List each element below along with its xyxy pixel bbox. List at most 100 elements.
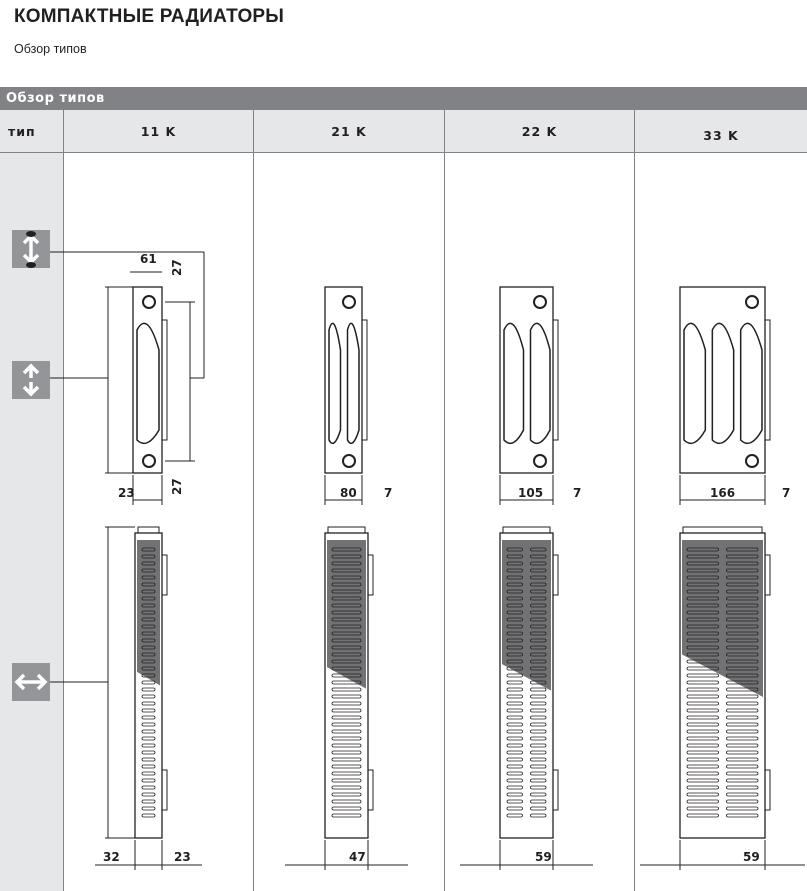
convector-fin <box>726 750 759 755</box>
convector-fin <box>686 624 719 629</box>
convector-fin <box>726 554 759 559</box>
convector-fin <box>530 736 547 741</box>
convector-fin <box>726 806 759 811</box>
convector-fin <box>726 680 759 685</box>
col-header-11k: 11 K <box>64 110 254 153</box>
convector-fin <box>530 722 547 727</box>
convector-fin <box>530 624 547 629</box>
length-dimension-icon <box>12 663 50 701</box>
convector-fin <box>506 757 523 762</box>
convector-fin <box>506 659 523 664</box>
convector-fin <box>141 673 156 678</box>
convector-fin <box>141 568 156 573</box>
convector-fin <box>506 666 523 671</box>
convector-fin <box>686 757 719 762</box>
page-subtitle: Обзор типов <box>14 42 87 56</box>
convector-fin <box>726 617 759 622</box>
convector-fin <box>141 666 156 671</box>
convector-fin <box>686 680 719 685</box>
convector-fin <box>331 610 362 615</box>
convector-fin <box>726 624 759 629</box>
convector-fin <box>331 687 362 692</box>
convector-fin <box>726 764 759 769</box>
top-grille <box>502 526 551 534</box>
convector-fin <box>331 750 362 755</box>
convector-fin <box>726 561 759 566</box>
convector-fin <box>331 645 362 650</box>
convector-fin <box>686 561 719 566</box>
height-dimension-icon <box>12 230 50 268</box>
convector-fin <box>726 743 759 748</box>
convector-fin <box>726 722 759 727</box>
convector-fin <box>141 589 156 594</box>
col-header-21k: 21 K <box>254 110 445 153</box>
dim-label: 27 <box>170 259 184 276</box>
radiator-front-outline <box>134 532 163 839</box>
convector-fin <box>726 575 759 580</box>
convector-fin <box>686 575 719 580</box>
wall-bracket <box>764 319 771 441</box>
convector-fin <box>141 687 156 692</box>
convector-fin <box>141 631 156 636</box>
convector-fin <box>141 547 156 552</box>
convector-fin <box>506 631 523 636</box>
convector-fin <box>506 617 523 622</box>
convector-fin <box>331 701 362 706</box>
convector-fin <box>506 568 523 573</box>
convector-fin <box>331 743 362 748</box>
convector-fin <box>141 603 156 608</box>
wall-bracket <box>161 319 168 441</box>
convector-fin <box>506 673 523 678</box>
convector-fin <box>530 806 547 811</box>
panel-section <box>683 322 707 445</box>
convector-fin <box>686 813 719 818</box>
convector-fin <box>726 631 759 636</box>
pipe-connection-top <box>142 295 156 309</box>
convector-fin <box>331 708 362 713</box>
convector-fin <box>530 813 547 818</box>
convector-fin <box>506 799 523 804</box>
convector-fin <box>141 743 156 748</box>
convector-fin <box>726 708 759 713</box>
wall-bracket <box>764 554 771 596</box>
convector-fin <box>530 750 547 755</box>
radiator-side-outline <box>679 286 766 474</box>
convector-fin <box>331 561 362 566</box>
convector-fin <box>686 792 719 797</box>
convector-fin <box>530 673 547 678</box>
convector-fin <box>726 799 759 804</box>
convector-fin <box>506 715 523 720</box>
convector-fin <box>530 638 547 643</box>
convector-fin <box>141 561 156 566</box>
panel-section <box>739 322 763 445</box>
wall-bracket <box>552 769 559 811</box>
convector-fin <box>530 603 547 608</box>
convector-fin <box>726 638 759 643</box>
pipe-connection-bottom <box>342 454 356 468</box>
convector-fin <box>726 589 759 594</box>
convector-fin <box>530 610 547 615</box>
convector-fin <box>331 547 362 552</box>
convector-fin <box>726 771 759 776</box>
convector-fin <box>331 652 362 657</box>
convector-fin <box>530 687 547 692</box>
dim-label: 23 <box>174 850 191 864</box>
convector-fin <box>141 680 156 685</box>
convector-fin <box>530 554 547 559</box>
panel-section <box>346 322 360 445</box>
convector-fin <box>686 694 719 699</box>
radiator-side-outline <box>324 286 363 474</box>
convector-fin <box>506 743 523 748</box>
convector-fin <box>686 589 719 594</box>
page-title: КОМПАКТНЫЕ РАДИАТОРЫ <box>14 6 285 27</box>
convector-fin <box>331 694 362 699</box>
convector-fin <box>331 764 362 769</box>
convector-fin <box>506 561 523 566</box>
convector-fin <box>141 715 156 720</box>
radiator-front-outline <box>679 532 766 839</box>
wall-bracket <box>367 769 374 811</box>
convector-fin <box>141 617 156 622</box>
convector-fin <box>141 764 156 769</box>
convector-fin <box>506 596 523 601</box>
convector-fin <box>530 547 547 552</box>
